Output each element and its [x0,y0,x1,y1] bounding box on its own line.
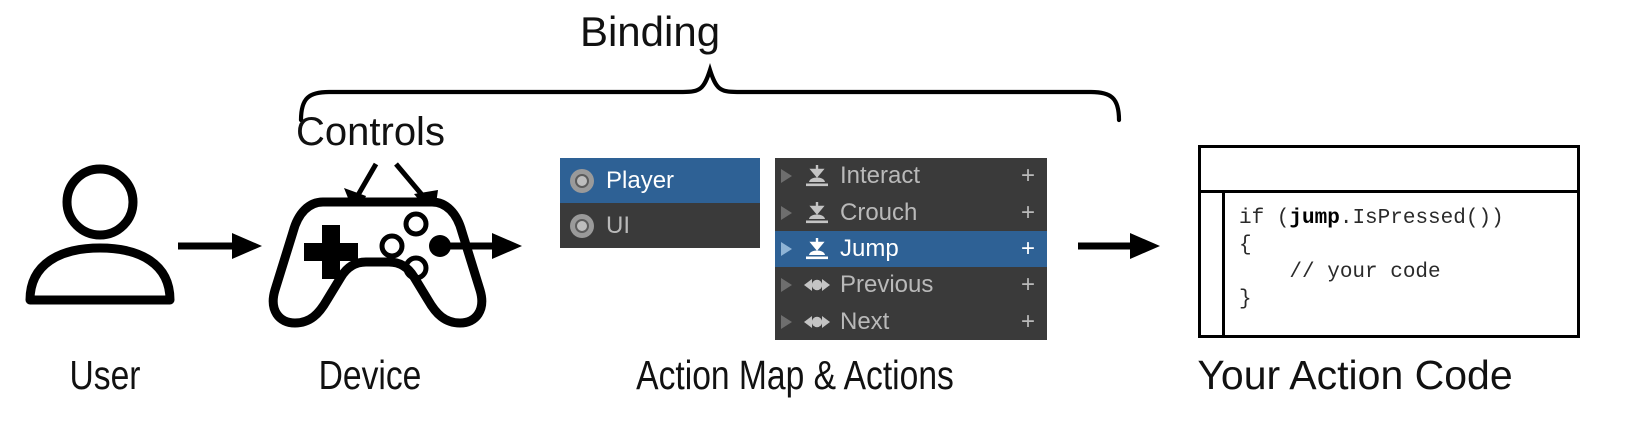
user-icon [25,164,175,305]
caption-device: Device [318,352,422,398]
button-action-icon [806,237,828,260]
axis-action-icon [804,315,830,328]
code-line-1-prefix: if ( [1239,207,1290,230]
arrow-actions-to-code-icon [1078,233,1160,259]
chevron-right-icon[interactable] [781,278,792,293]
code-line-3: // your code [1239,261,1441,284]
button-action-icon [806,201,828,223]
add-binding-button[interactable]: + [1020,271,1035,299]
add-binding-button[interactable]: + [1020,307,1035,335]
caption-action-map: Action Map & Actions [636,352,954,398]
action-map-label: Player [606,166,675,194]
action-label: Crouch [840,198,918,226]
add-binding-button[interactable]: + [1020,162,1035,190]
action-label: Next [840,307,890,335]
action-label: Interact [840,162,921,190]
chevron-right-icon[interactable] [781,169,792,184]
action-map-row-ui[interactable]: UI [560,203,760,248]
chevron-right-icon[interactable] [781,241,792,256]
code-window-body: if (jump.IsPressed()) { // your code } [1201,193,1577,335]
code-editor-text[interactable]: if (jump.IsPressed()) { // your code } [1225,193,1577,335]
binding-brace-icon [298,63,1122,123]
code-line-4: } [1239,288,1252,311]
action-row-previous[interactable]: Previous + [775,267,1047,303]
caption-your-action-code: Your Action Code [1197,352,1513,398]
button-action-icon [806,165,828,187]
action-row-crouch[interactable]: Crouch + [775,194,1047,230]
gamepad-icon [268,197,487,328]
controls-label: Controls [296,110,445,154]
arrow-user-to-device-icon [178,233,262,259]
code-line-1-bold: jump [1289,207,1340,230]
axis-action-icon [804,279,830,292]
action-label: Previous [840,271,934,299]
code-window[interactable]: if (jump.IsPressed()) { // your code } [1198,145,1580,338]
add-binding-button[interactable]: + [1020,198,1035,226]
code-gutter [1201,193,1225,335]
action-map-icon [570,213,594,238]
action-map-panel[interactable]: Player UI [560,158,760,248]
action-row-next[interactable]: Next + [775,304,1047,340]
code-window-titlebar [1201,148,1577,193]
chevron-right-icon[interactable] [781,314,792,329]
action-row-interact[interactable]: Interact + [775,158,1047,194]
actions-panel[interactable]: Interact + Crouch + Jump + [775,158,1047,340]
code-line-1-suffix: .IsPressed()) [1339,207,1504,230]
action-row-jump[interactable]: Jump + [775,230,1047,268]
caption-user: User [69,352,141,398]
action-map-icon [570,168,594,193]
action-map-label: UI [606,211,630,239]
binding-title: Binding [579,8,721,55]
chevron-right-icon[interactable] [781,205,792,220]
arrow-device-to-actionmap-icon [440,233,522,259]
add-binding-button[interactable]: + [1020,234,1035,262]
code-line-2: { [1239,234,1252,257]
action-label: Jump [840,234,899,262]
action-map-row-player[interactable]: Player [560,158,760,203]
